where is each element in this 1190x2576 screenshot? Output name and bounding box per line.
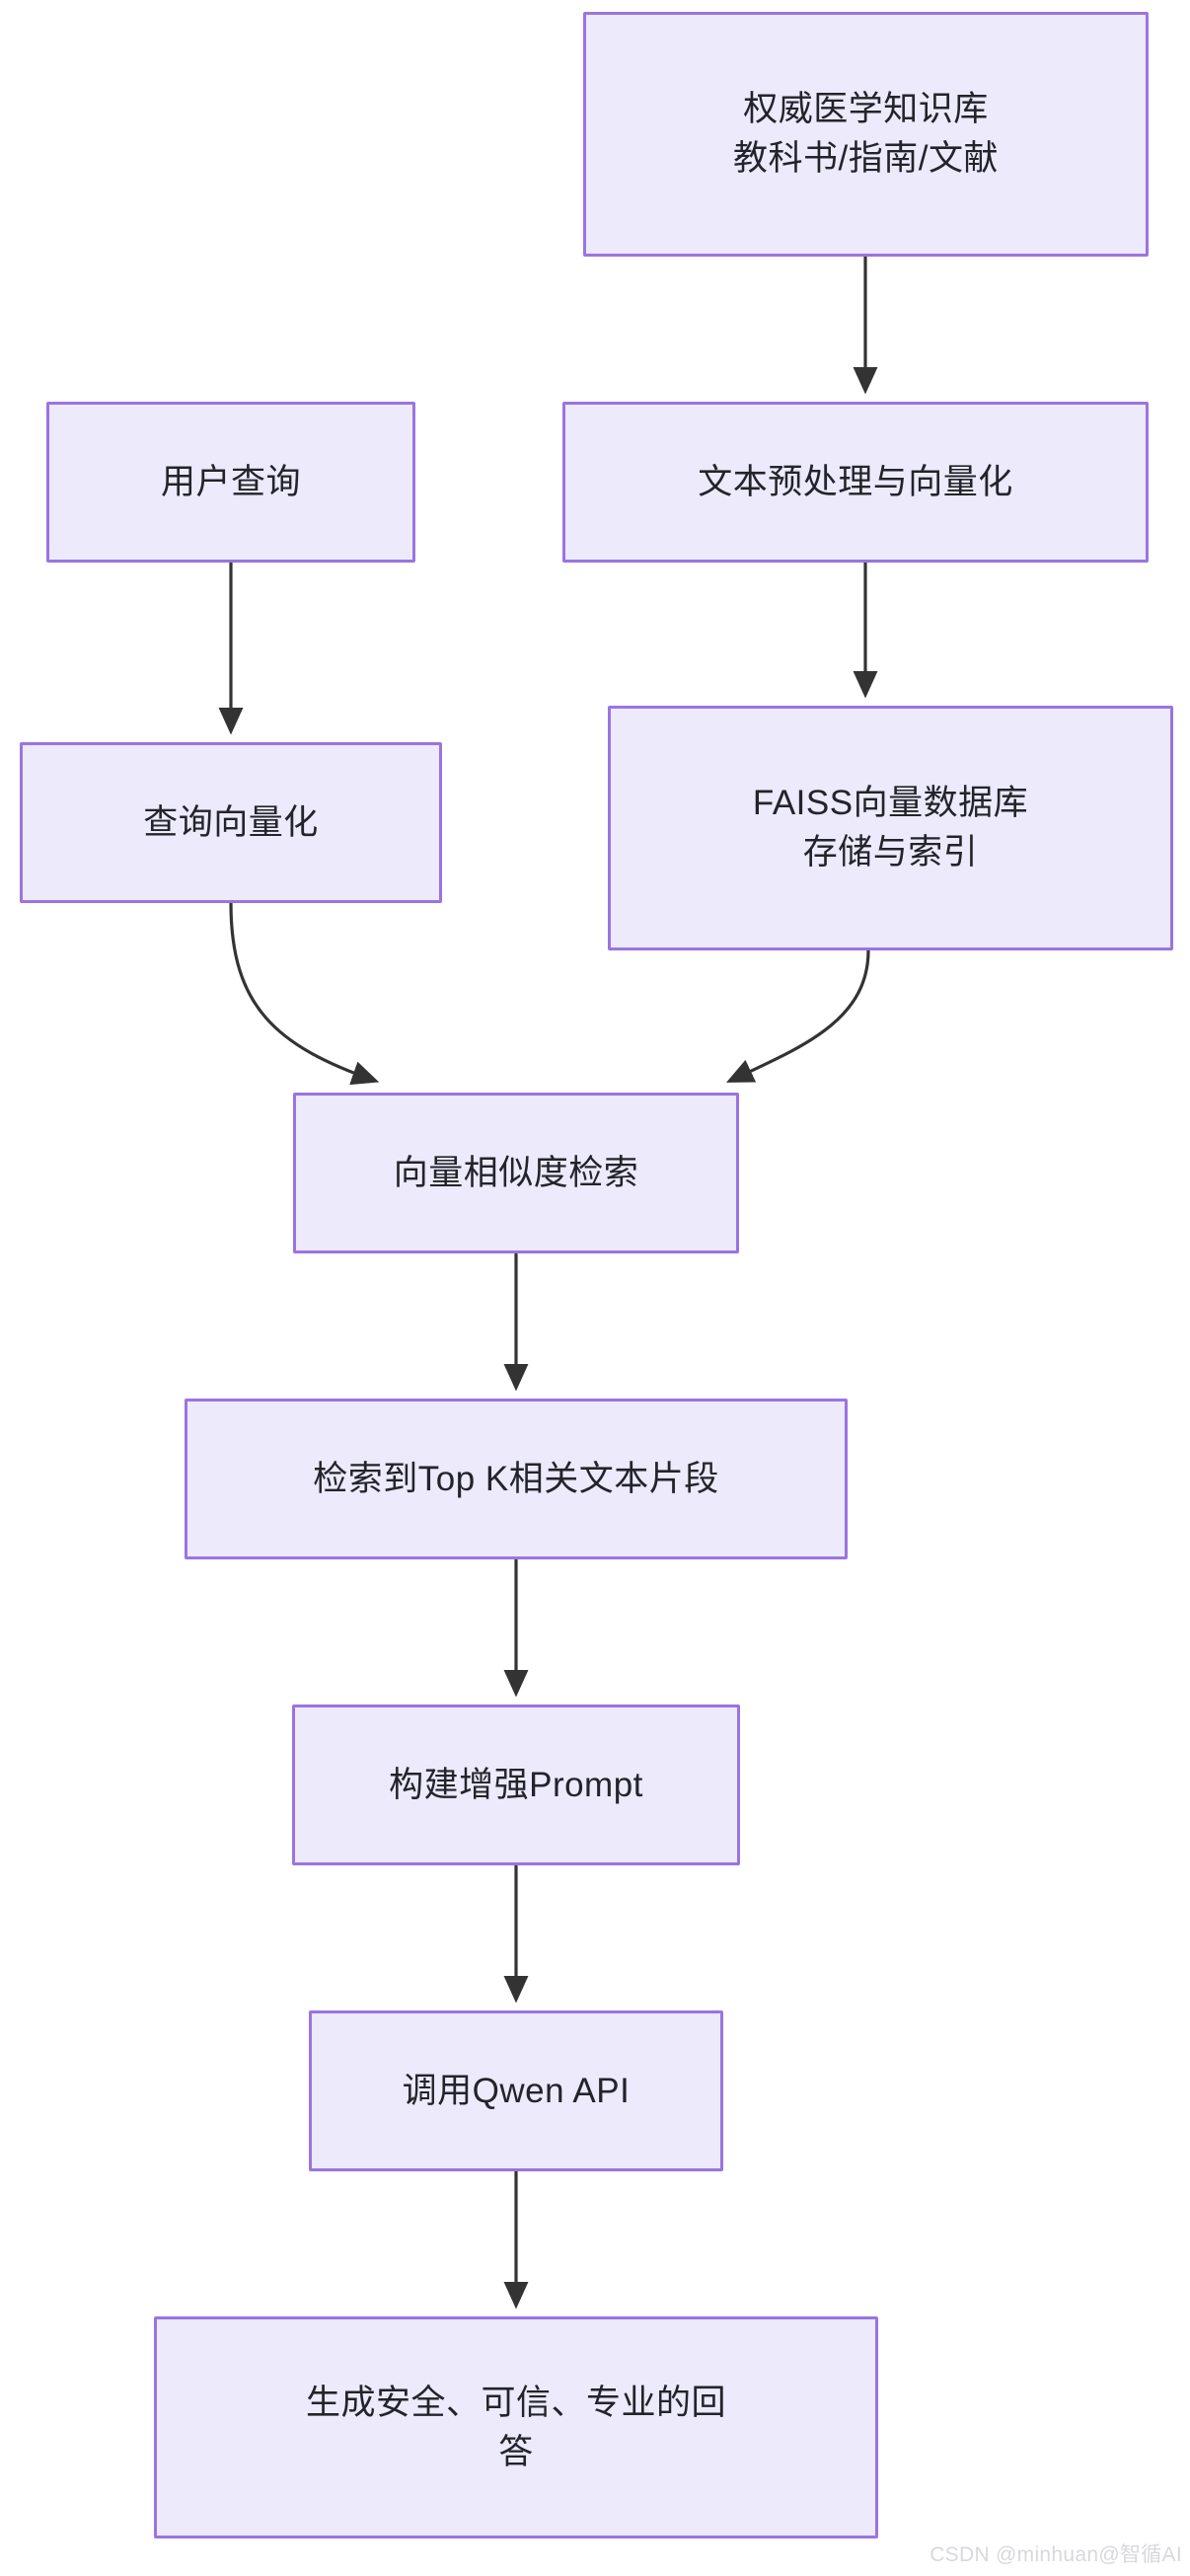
node-knowledge-base[interactable]: 权威医学知识库 教科书/指南/文献 (583, 12, 1149, 257)
edge-faiss-db-to-similarity-search (725, 949, 870, 1083)
edge-query-vectorize-to-similarity-search (229, 902, 380, 1086)
node-similarity-search-label: 向量相似度检索 (393, 1153, 639, 1192)
node-query-vectorize-label: 查询向量化 (143, 802, 319, 842)
node-faiss-db[interactable]: FAISS向量数据库 存储与索引 (608, 706, 1173, 950)
node-topk-chunks-label: 检索到Top K相关文本片段 (313, 1459, 719, 1498)
node-user-query[interactable]: 用户查询 (46, 402, 415, 563)
node-call-qwen[interactable]: 调用Qwen API (309, 2010, 723, 2171)
node-build-prompt[interactable]: 构建增强Prompt (292, 1705, 740, 1865)
node-call-qwen-label: 调用Qwen API (402, 2071, 631, 2110)
node-user-query-label: 用户查询 (160, 462, 301, 501)
node-final-answer-label: 生成安全、可信、专业的回 答 (305, 2383, 726, 2471)
node-build-prompt-label: 构建增强Prompt (389, 1765, 643, 1804)
node-final-answer[interactable]: 生成安全、可信、专业的回 答 (154, 2316, 878, 2538)
node-query-vectorize[interactable]: 查询向量化 (20, 742, 442, 903)
node-text-preprocess-label: 文本预处理与向量化 (698, 462, 1013, 501)
node-text-preprocess[interactable]: 文本预处理与向量化 (562, 402, 1149, 563)
watermark-text: CSDN @minhuan@智循AI (930, 2543, 1182, 2566)
node-faiss-db-label: FAISS向量数据库 存储与索引 (752, 784, 1029, 871)
node-topk-chunks[interactable]: 检索到Top K相关文本片段 (185, 1399, 848, 1559)
node-similarity-search[interactable]: 向量相似度检索 (293, 1093, 739, 1253)
node-knowledge-base-label: 权威医学知识库 教科书/指南/文献 (733, 90, 999, 178)
